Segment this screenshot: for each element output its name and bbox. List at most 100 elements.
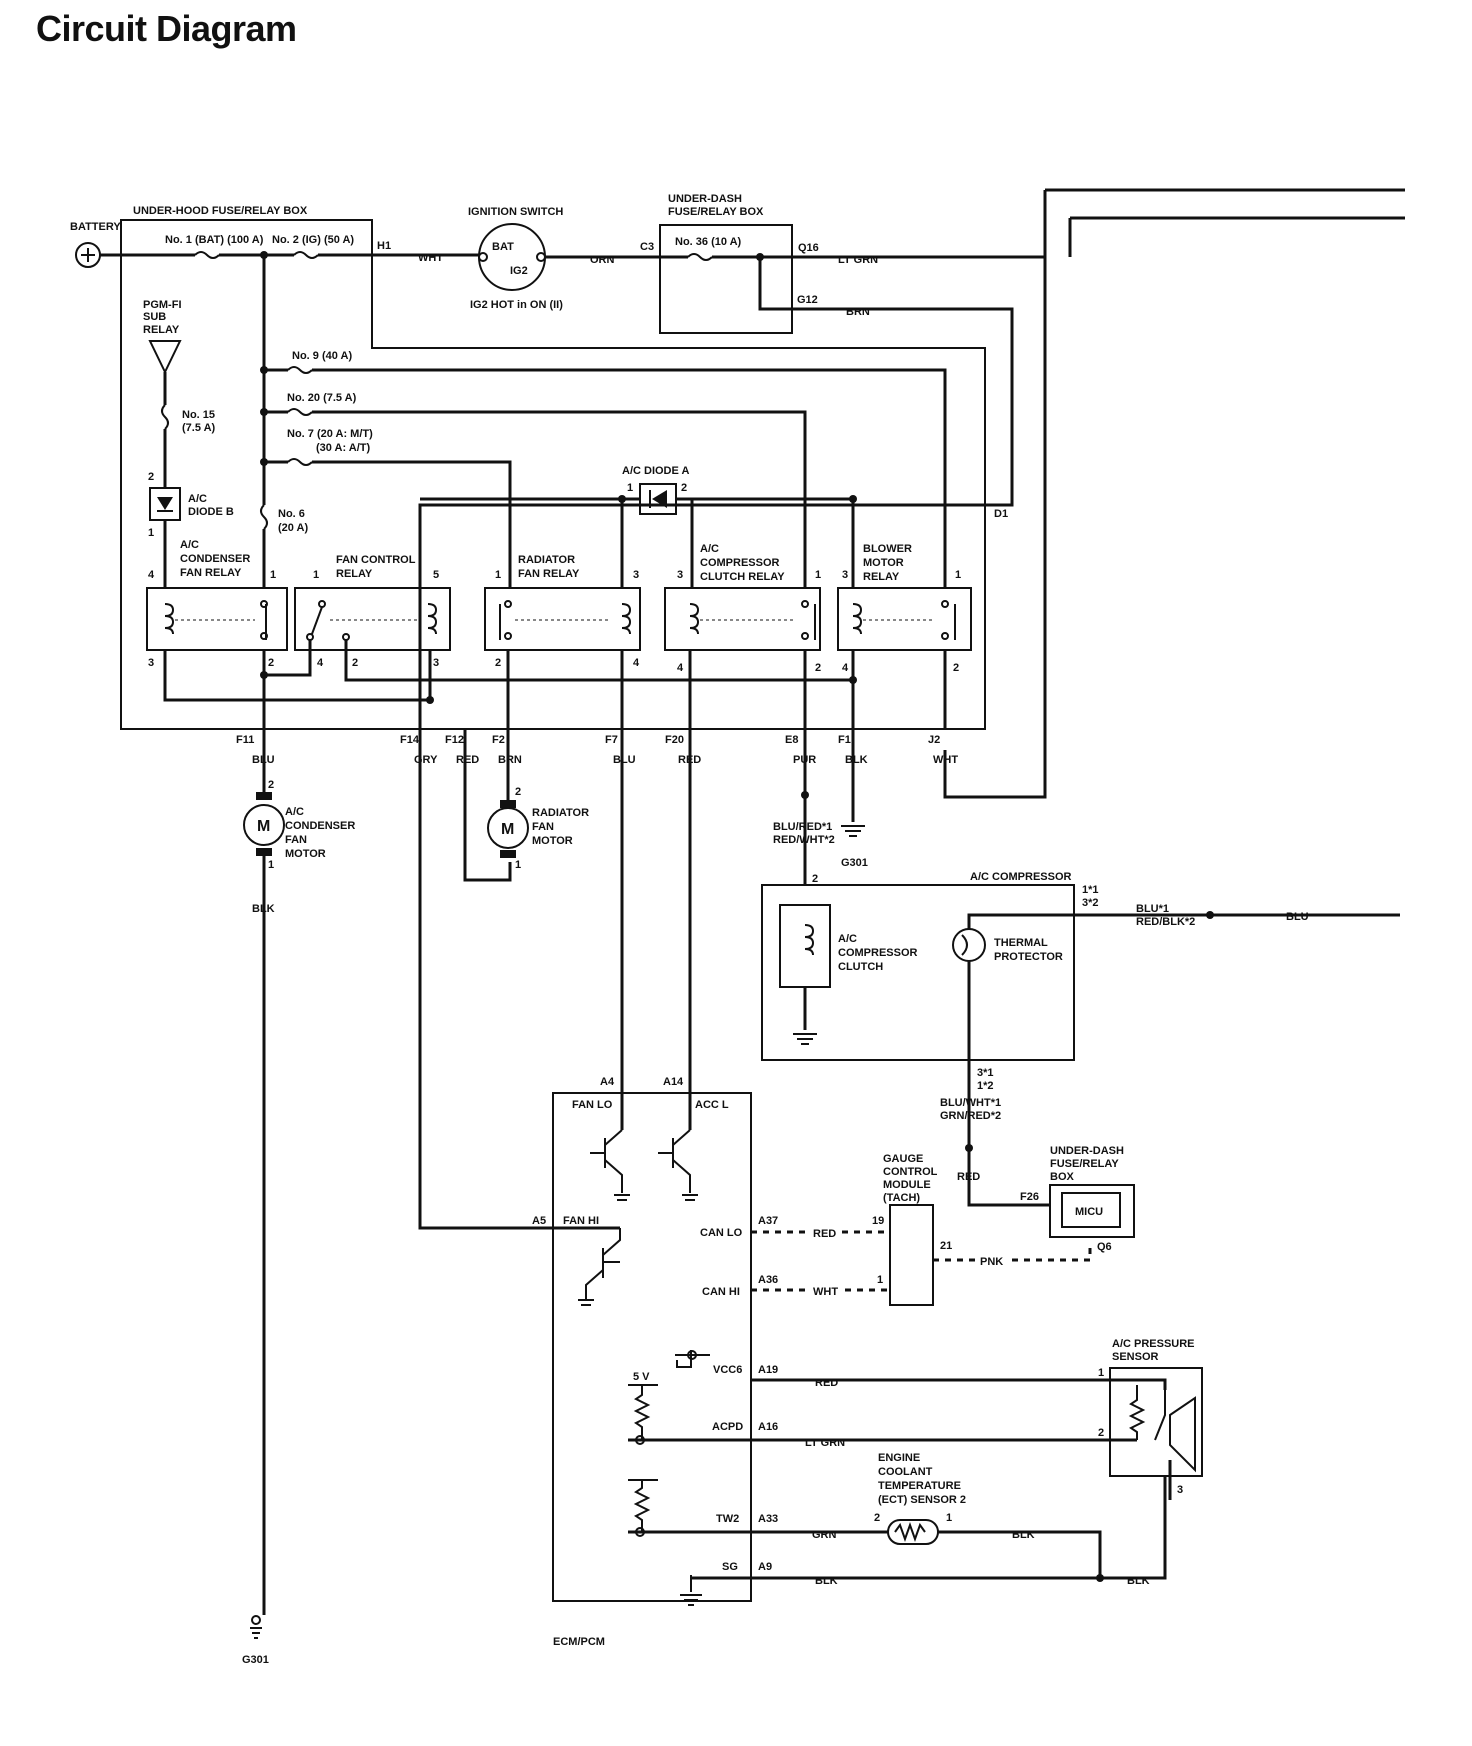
connector-a37: A37 — [758, 1215, 778, 1227]
svg-text:19: 19 — [872, 1215, 884, 1227]
svg-text:1: 1 — [515, 859, 521, 871]
gauge-control-module-box — [889, 1204, 934, 1306]
svg-text:1: 1 — [946, 1512, 952, 1524]
condenser-fan-motor-symbol — [243, 804, 285, 846]
thermal-label-2: PROTECTOR — [994, 951, 1063, 963]
svg-text:21: 21 — [940, 1240, 952, 1252]
ect-label-1: ENGINE — [878, 1452, 920, 1464]
ecm-pcm-box — [552, 1092, 752, 1602]
svg-text:RED: RED — [957, 1171, 980, 1183]
svg-text:RED/BLK*2: RED/BLK*2 — [1136, 916, 1195, 928]
underdash-2-box — [1049, 1184, 1135, 1238]
svg-text:1: 1 — [627, 482, 633, 494]
svg-text:1*2: 1*2 — [977, 1080, 994, 1092]
fuse-2-label: No. 2 (IG) (50 A) — [272, 234, 354, 246]
fuse-7-label-a: No. 7 (20 A: M/T) — [287, 428, 373, 440]
ecm-5v-label: 5 V — [633, 1371, 650, 1383]
svg-text:2: 2 — [495, 657, 501, 669]
svg-text:2: 2 — [268, 779, 274, 791]
underdash-box-outline — [659, 224, 793, 334]
svg-text:2: 2 — [953, 662, 959, 674]
wire-brn-1: BRN — [846, 306, 870, 318]
gauge-label-1: GAUGE — [883, 1153, 923, 1165]
cond-motor-label-2: CONDENSER — [285, 820, 355, 832]
svg-text:RED: RED — [815, 1377, 838, 1389]
svg-text:BLU*1: BLU*1 — [1136, 903, 1169, 915]
thermal-protector-symbol — [952, 928, 986, 962]
fuse-7-label-b: (30 A: A/T) — [316, 442, 371, 454]
gauge-label-4: (TACH) — [883, 1192, 920, 1204]
svg-text:2: 2 — [681, 482, 687, 494]
wire-wht-1: WHT — [418, 252, 443, 264]
fan-control-relay — [294, 587, 451, 651]
svg-text:GRY: GRY — [414, 754, 438, 766]
svg-text:3: 3 — [1177, 1484, 1183, 1496]
svg-text:4: 4 — [317, 657, 324, 669]
svg-text:2: 2 — [874, 1512, 880, 1524]
svg-text:3: 3 — [433, 657, 439, 669]
connector-f20: F20 — [665, 734, 684, 746]
fuse-1-label: No. 1 (BAT) (100 A) — [165, 234, 264, 246]
rad-motor-label-1: RADIATOR — [532, 807, 589, 819]
svg-text:BRN: BRN — [498, 754, 522, 766]
ac-pressure-sensor-box — [1109, 1367, 1203, 1477]
ecm-can-lo: CAN LO — [700, 1227, 743, 1239]
relay-comp-label-3: CLUTCH RELAY — [700, 571, 785, 583]
svg-text:BLK: BLK — [252, 903, 275, 915]
svg-text:1: 1 — [268, 859, 274, 871]
svg-text:WHT: WHT — [813, 1286, 838, 1298]
svg-text:WHT: WHT — [933, 754, 958, 766]
connector-a5: A5 — [532, 1215, 546, 1227]
connector-q16: Q16 — [798, 242, 819, 254]
svg-text:1*1: 1*1 — [1082, 884, 1099, 896]
svg-text:1: 1 — [313, 569, 319, 581]
fuse-9-label: No. 9 (40 A) — [292, 350, 352, 362]
connector-e8: E8 — [785, 734, 798, 746]
svg-text:1: 1 — [148, 527, 154, 539]
ac-compressor-label: A/C COMPRESSOR — [970, 871, 1072, 883]
ignition-switch-symbol — [478, 223, 546, 291]
connector-a14: A14 — [663, 1076, 684, 1088]
svg-text:2: 2 — [815, 662, 821, 674]
svg-text:3: 3 — [842, 569, 848, 581]
ud2-label-2: FUSE/RELAY — [1050, 1158, 1119, 1170]
ud2-label-1: UNDER-DASH — [1050, 1145, 1124, 1157]
svg-text:4: 4 — [677, 662, 684, 674]
ac-compressor-box — [761, 884, 1075, 1061]
svg-text:LT GRN: LT GRN — [805, 1437, 845, 1449]
ect-label-2: COOLANT — [878, 1466, 933, 1478]
battery-label: BATTERY — [70, 221, 121, 233]
ect-label-3: TEMPERATURE — [878, 1480, 961, 1492]
relay-blow-label-3: RELAY — [863, 571, 900, 583]
wire-orn: ORN — [590, 254, 615, 266]
ecm-can-hi: CAN HI — [702, 1286, 740, 1298]
ecm-acpd: ACPD — [712, 1421, 743, 1433]
micu-box — [1061, 1192, 1121, 1228]
battery-symbol — [75, 242, 101, 268]
ecm-label: ECM/PCM — [553, 1636, 605, 1648]
connector-d1: D1 — [994, 508, 1008, 520]
pressure-label-2: SENSOR — [1112, 1351, 1159, 1363]
fuse-6-label-b: (20 A) — [278, 522, 308, 534]
rad-motor-label-2: FAN — [532, 821, 554, 833]
svg-text:2: 2 — [812, 873, 818, 885]
connector-f1: F1 — [838, 734, 851, 746]
svg-text:2: 2 — [352, 657, 358, 669]
relay-fanctl-label-1: FAN CONTROL — [336, 554, 416, 566]
connector-a19: A19 — [758, 1364, 778, 1376]
svg-text:1: 1 — [955, 569, 961, 581]
relay-fanctl-label-2: RELAY — [336, 568, 373, 580]
diode-b-label-1: A/C — [188, 493, 207, 505]
svg-text:3: 3 — [148, 657, 154, 669]
gauge-label-2: CONTROL — [883, 1166, 938, 1178]
thermal-label-1: THERMAL — [994, 937, 1048, 949]
pressure-label-1: A/C PRESSURE — [1112, 1338, 1195, 1350]
underdash-box-label-2: FUSE/RELAY BOX — [668, 206, 764, 218]
pgmfi-label-3: RELAY — [143, 324, 180, 336]
wire-ltgrn-1: LT GRN — [838, 254, 878, 266]
cond-motor-label-4: MOTOR — [285, 848, 326, 860]
ecm-acc-l: ACC L — [695, 1099, 729, 1111]
ecm-sg: SG — [722, 1561, 738, 1573]
fuse-20-label: No. 20 (7.5 A) — [287, 392, 357, 404]
